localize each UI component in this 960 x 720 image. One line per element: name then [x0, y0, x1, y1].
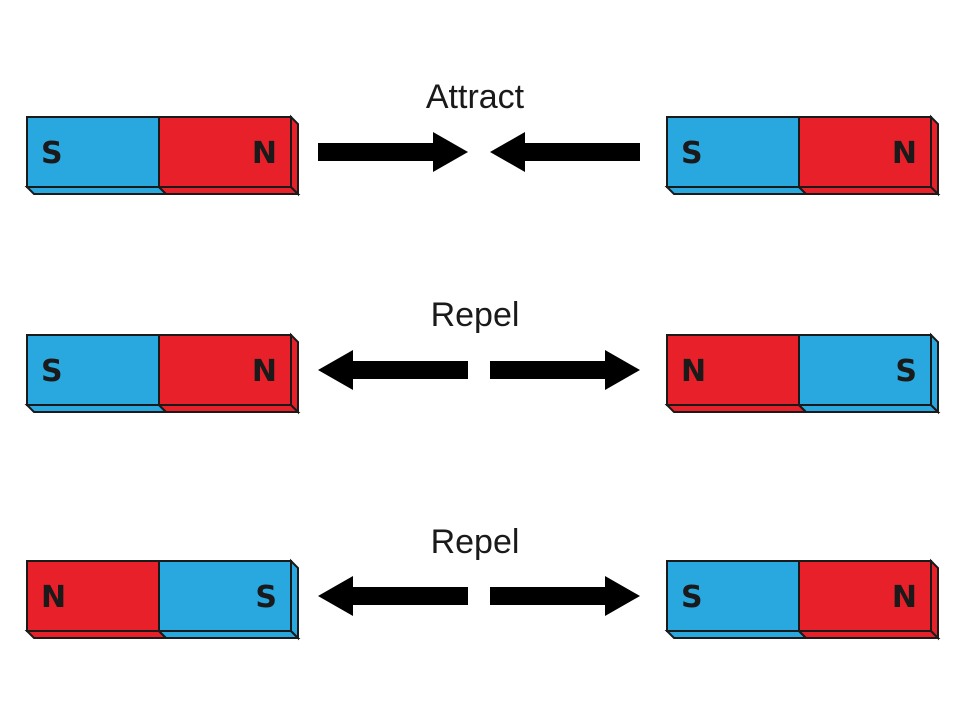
pole-label: S [681, 580, 703, 615]
pole-label: N [41, 580, 66, 615]
arrow-right [490, 350, 640, 390]
pole-label: S [681, 136, 703, 171]
magnet-depth-bottom-right [156, 404, 301, 413]
pole-label: N [892, 136, 917, 171]
magnet-depth-bottom-right [796, 404, 941, 413]
pole-label: S [255, 580, 277, 615]
pole-label: N [681, 354, 706, 389]
pole-label: N [252, 136, 277, 171]
magnet-depth-bottom-right [156, 630, 301, 639]
magnet-pole-n [798, 116, 932, 188]
magnet-depth-side [290, 558, 299, 641]
magnet-pole-s [26, 116, 160, 188]
magnet-pole-s [158, 560, 292, 632]
magnet-pole-n [26, 560, 160, 632]
row-label: Attract [426, 78, 525, 116]
magnet-pole-n [798, 560, 932, 632]
magnet-pole-s [798, 334, 932, 406]
magnet-depth-bottom-left [24, 404, 169, 413]
arrow-right [318, 132, 468, 172]
magnet-depth-side [290, 114, 299, 197]
magnet-depth-bottom-left [664, 630, 809, 639]
magnet-pole-n [158, 116, 292, 188]
magnet-depth-side [930, 332, 939, 415]
magnet-pole-n [666, 334, 800, 406]
pole-label: N [892, 580, 917, 615]
magnet-depth-bottom-right [796, 186, 941, 195]
magnet-depth-bottom-left [664, 186, 809, 195]
magnet-depth-side [290, 332, 299, 415]
magnet-pole-s [666, 116, 800, 188]
arrow-left [490, 132, 640, 172]
pole-label: S [41, 354, 63, 389]
magnet-depth-bottom-right [156, 186, 301, 195]
arrow-left [318, 576, 468, 616]
row-label: Repel [431, 523, 520, 561]
magnet-depth-bottom-left [24, 630, 169, 639]
arrow-left [318, 350, 468, 390]
magnet-depth-side [930, 558, 939, 641]
magnet-depth-bottom-right [796, 630, 941, 639]
magnet-pole-s [26, 334, 160, 406]
pole-label: N [252, 354, 277, 389]
arrow-right [490, 576, 640, 616]
row-label: Repel [431, 296, 520, 334]
magnet-pole-n [158, 334, 292, 406]
magnet-depth-bottom-left [664, 404, 809, 413]
magnet-depth-bottom-left [24, 186, 169, 195]
magnet-depth-side [930, 114, 939, 197]
pole-label: S [895, 354, 917, 389]
pole-label: S [41, 136, 63, 171]
